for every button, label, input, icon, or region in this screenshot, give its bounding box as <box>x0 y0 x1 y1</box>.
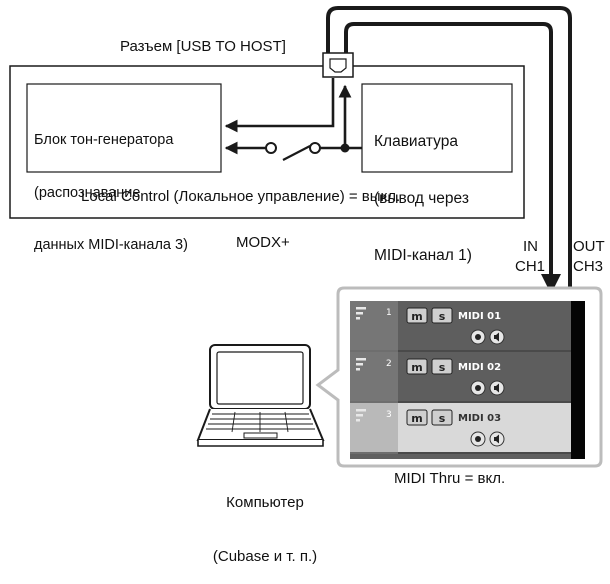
mute-button[interactable]: m <box>406 307 428 324</box>
out-channel-label: CH3 <box>573 258 604 275</box>
keyboard-line-2: (вывод через <box>374 190 469 207</box>
solo-button[interactable]: s <box>431 358 453 375</box>
track-row[interactable]: 2 m s MIDI 02 <box>350 352 571 401</box>
mute-button[interactable]: m <box>406 409 428 426</box>
monitor-speaker-icon[interactable] <box>489 329 505 345</box>
mute-label: m <box>411 412 422 425</box>
tone-generator-line-3: данных MIDI-канала 3) <box>34 237 188 253</box>
device-name: MODX+ <box>236 234 290 251</box>
solo-label: s <box>439 361 446 374</box>
record-enable-icon[interactable] <box>470 380 486 396</box>
solo-label: s <box>439 412 446 425</box>
laptop-icon <box>196 344 325 447</box>
track-name[interactable]: MIDI 02 <box>458 362 501 373</box>
track-number: 1 <box>386 308 392 318</box>
tone-generator-label: Блок тон-генератора (распознавание данны… <box>34 97 188 272</box>
track-row[interactable]: 1 m s MIDI 01 <box>350 301 571 350</box>
mute-button[interactable]: m <box>406 358 428 375</box>
tone-generator-box <box>26 83 222 173</box>
solo-label: s <box>439 310 446 323</box>
usb-cable <box>326 6 572 292</box>
usb-connector <box>322 52 354 78</box>
midi-track-icon <box>356 307 366 320</box>
solo-button[interactable]: s <box>431 307 453 324</box>
record-enable-icon[interactable] <box>470 329 486 345</box>
usb-port-label: Разъем [USB TO HOST] <box>120 38 286 55</box>
track-row[interactable]: 3 m s MIDI 03 <box>350 403 571 452</box>
record-enable-icon[interactable] <box>470 431 486 447</box>
track-number: 2 <box>386 359 392 369</box>
out-label: OUT <box>573 238 605 255</box>
device-outline <box>9 65 525 219</box>
track-scroll-strip <box>571 301 585 459</box>
computer-line-2: (Cubase и т. п.) <box>212 548 318 565</box>
mute-label: m <box>411 310 422 323</box>
solo-button[interactable]: s <box>431 409 453 426</box>
track-name[interactable]: MIDI 01 <box>458 311 501 322</box>
tone-generator-line-1: Блок тон-генератора <box>34 132 174 148</box>
midi-track-icon <box>356 358 366 371</box>
midi-track-icon <box>356 409 366 422</box>
keyboard-label: Клавиатура (вывод через MIDI-канал 1) <box>374 94 472 284</box>
local-control-switch <box>265 142 350 161</box>
keyboard-box <box>361 83 513 173</box>
usb-to-tone-generator-line <box>224 78 335 133</box>
keyboard-line-1: Клавиатура <box>374 133 458 150</box>
computer-line-1: Компьютер <box>226 494 304 511</box>
mute-label: m <box>411 361 422 374</box>
computer-label: Компьютер (Cubase и т. п.) <box>190 458 340 584</box>
keyboard-line-3: MIDI-канал 1) <box>374 247 472 264</box>
track-name[interactable]: MIDI 03 <box>458 413 501 424</box>
track-row-partial <box>350 454 571 459</box>
midi-thru-label: MIDI Thru = вкл. <box>394 470 506 487</box>
in-label: IN <box>523 238 538 255</box>
in-channel-label: CH1 <box>515 258 546 275</box>
monitor-speaker-icon[interactable] <box>489 380 505 396</box>
monitor-speaker-icon[interactable] <box>489 431 505 447</box>
tone-generator-line-2: (распознавание <box>34 184 141 201</box>
local-control-label: Local Control (Локальное управление) = в… <box>81 188 401 205</box>
track-number: 3 <box>386 410 392 420</box>
